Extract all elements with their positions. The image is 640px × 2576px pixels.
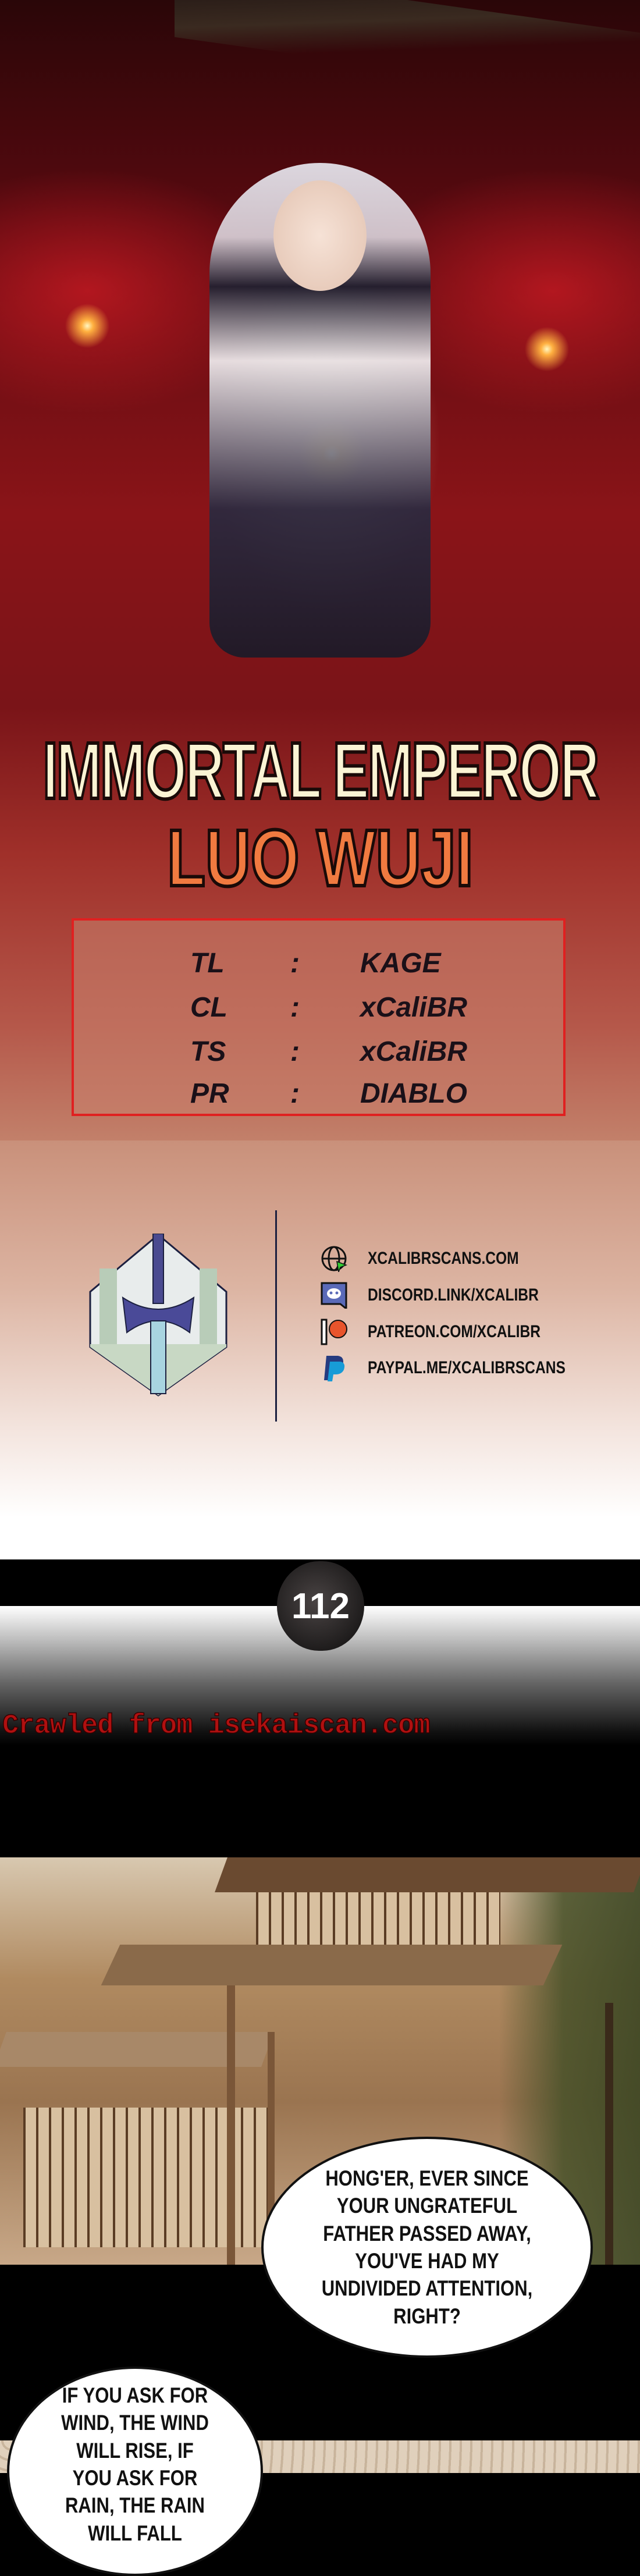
credit-name: KAGE xyxy=(360,948,441,979)
watermark-text: Crawled from isekaiscan.com xyxy=(2,1710,431,1742)
credit-row: TL: KAGE xyxy=(74,947,563,980)
roof xyxy=(101,1945,563,1985)
series-title-line1: IMMORTAL EMPEROR xyxy=(41,726,600,816)
sword-logo-icon xyxy=(89,1234,227,1397)
credit-name: xCaliBR xyxy=(360,992,468,1023)
credit-row: TS: xCaliBR xyxy=(74,1036,563,1068)
credit-sep: : xyxy=(290,992,300,1023)
credit-role: PR xyxy=(190,1078,229,1109)
credit-role: TS xyxy=(190,1036,226,1067)
credit-sep: : xyxy=(290,948,300,979)
link-text: PAYPAL.ME/XCALIBRSCANS xyxy=(368,1358,566,1377)
character-head xyxy=(273,180,367,291)
globe-icon xyxy=(321,1246,347,1272)
credit-role: CL xyxy=(190,992,227,1023)
patreon-icon xyxy=(321,1319,347,1345)
divider xyxy=(275,1210,277,1422)
link-text: PATREON.COM/XCALIBR xyxy=(368,1322,541,1341)
link-discord[interactable]: DISCORD.LINK/XCALIBR xyxy=(321,1282,611,1311)
credit-sep: : xyxy=(290,1078,300,1109)
credit-row: CL: xCaliBR xyxy=(74,992,563,1024)
tree-trunk xyxy=(605,2003,613,2265)
balcony-lattice xyxy=(256,1892,500,1945)
speech-text: HONG'ER, EVER SINCE YOUR UNGRATEFUL FATH… xyxy=(321,2166,533,2328)
credit-name: xCaliBR xyxy=(360,1036,468,1067)
series-title-line2-wrap: LUO WUJI xyxy=(0,813,640,903)
pillar xyxy=(227,1985,235,2265)
link-text: DISCORD.LINK/XCALIBR xyxy=(368,1285,539,1305)
sparkle xyxy=(512,314,582,384)
series-title-line1-wrap: IMMORTAL EMPEROR xyxy=(0,726,640,816)
credit-row: PR: DIABLO xyxy=(74,1078,563,1110)
link-patreon[interactable]: PATREON.COM/XCALIBR xyxy=(321,1319,611,1348)
sparkle xyxy=(52,291,122,361)
credit-sep: : xyxy=(290,1036,300,1067)
series-title-line2: LUO WUJI xyxy=(166,813,475,903)
link-paypal[interactable]: PAYPAL.ME/XCALIBRSCANS xyxy=(321,1355,611,1384)
link-text: XCALIBRSCANS.COM xyxy=(368,1249,519,1268)
speech-bubble: IF YOU ASK FOR WIND, THE WIND WILL RISE,… xyxy=(7,2367,263,2576)
discord-icon xyxy=(321,1282,347,1309)
speech-bubble: HONG'ER, EVER SINCE YOUR UNGRATEFUL FATH… xyxy=(261,2137,593,2358)
roof xyxy=(215,1857,640,1892)
credits-box: TL: KAGE CL: xCaliBR TS: xCaliBR PR: DIABLO xyxy=(72,918,566,1116)
credit-name: DIABLO xyxy=(360,1078,467,1109)
speech-text: IF YOU ASK FOR WIND, THE WIND WILL RISE,… xyxy=(61,2383,209,2545)
paypal-icon xyxy=(324,1356,345,1381)
link-website[interactable]: XCALIBRSCANS.COM xyxy=(321,1245,611,1274)
credit-role: TL xyxy=(190,948,225,979)
chapter-number-badge: 112 xyxy=(277,1561,364,1651)
